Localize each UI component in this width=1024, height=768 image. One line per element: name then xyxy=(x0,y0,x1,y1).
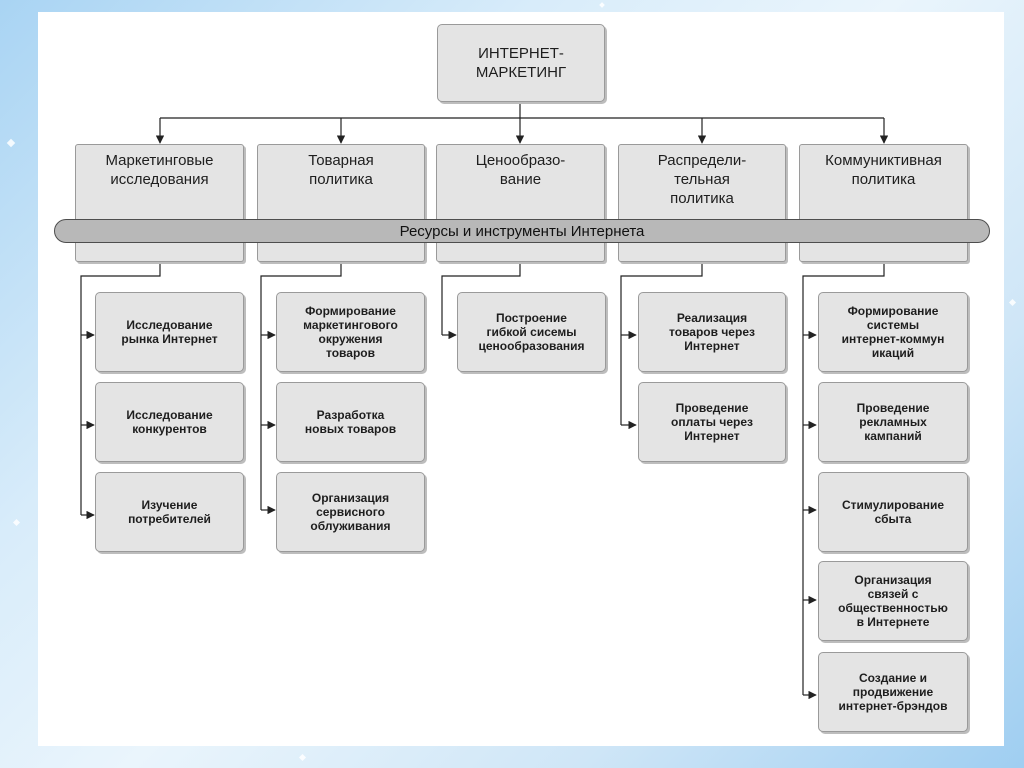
subitem-node: Разработка новых товаров xyxy=(276,382,425,462)
root-label: ИНТЕРНЕТ- МАРКЕТИНГ xyxy=(475,45,567,81)
background-sparkle xyxy=(6,138,16,148)
internet-resources-band: Ресурсы и инструменты Интернета xyxy=(54,219,990,243)
subitem-label: Проведение оплаты через Интернет xyxy=(671,401,753,443)
subitem-label: Построение гибкой сисемы ценообразования xyxy=(478,311,585,353)
category-node-marketing-research: Маркетинговые исследования xyxy=(75,144,244,262)
subitem-node: Организация связей с общественностью в И… xyxy=(818,561,968,641)
category-node-pricing: Ценообразо- вание xyxy=(436,144,605,262)
background-sparkle xyxy=(599,2,605,8)
branch-connectors xyxy=(80,264,885,700)
subitem-label: Формирование системы интернет-коммун ика… xyxy=(841,304,945,360)
subitem-label: Изучение потребителей xyxy=(128,498,211,526)
category-node-distribution: Распредели- тельная политика xyxy=(618,144,786,262)
category-label: Коммуниктивная политика xyxy=(825,152,942,188)
subitem-label: Создание и продвижение интернет-брэндов xyxy=(838,671,948,713)
subitem-node: Исследование рынка Интернет xyxy=(95,292,244,372)
category-node-product-policy: Товарная политика xyxy=(257,144,425,262)
slide-canvas: ИНТЕРНЕТ- МАРКЕТИНГ Маркетинговые исслед… xyxy=(38,12,1004,746)
subitem-label: Организация связей с общественностью в И… xyxy=(838,573,948,629)
subitem-node: Реализация товаров через Интернет xyxy=(638,292,786,372)
subitem-label: Исследование конкурентов xyxy=(126,408,213,436)
subitem-label: Исследование рынка Интернет xyxy=(121,318,218,346)
background-sparkle xyxy=(1008,298,1017,307)
background-sparkle xyxy=(298,753,307,762)
band-label: Ресурсы и инструменты Интернета xyxy=(399,222,645,240)
subitem-node: Формирование маркетингового окружения то… xyxy=(276,292,425,372)
subitem-node: Стимулирование сбыта xyxy=(818,472,968,552)
top-connectors xyxy=(155,103,889,144)
category-label: Распредели- тельная политика xyxy=(657,152,747,207)
subitem-node: Проведение оплаты через Интернет xyxy=(638,382,786,462)
category-node-communication: Коммуниктивная политика xyxy=(799,144,968,262)
background-sparkle xyxy=(12,518,21,527)
root-node: ИНТЕРНЕТ- МАРКЕТИНГ xyxy=(437,24,605,102)
category-label: Ценообразо- вание xyxy=(475,152,566,188)
subitem-node: Построение гибкой сисемы ценообразования xyxy=(457,292,606,372)
category-label: Товарная политика xyxy=(308,152,374,188)
subitem-label: Стимулирование сбыта xyxy=(841,498,944,526)
connector-lines xyxy=(80,103,889,700)
subitem-node: Организация сервисного облуживания xyxy=(276,472,425,552)
subitem-label: Проведение рекламных кампаний xyxy=(856,401,930,443)
subitem-label: Разработка новых товаров xyxy=(304,408,397,436)
subitem-node: Исследование конкурентов xyxy=(95,382,244,462)
subitem-label: Формирование маркетингового окружения то… xyxy=(303,304,398,360)
subitem-node: Создание и продвижение интернет-брэндов xyxy=(818,652,968,732)
category-label: Маркетинговые исследования xyxy=(105,152,214,188)
subitem-node: Формирование системы интернет-коммун ика… xyxy=(818,292,968,372)
subitem-label: Реализация товаров через Интернет xyxy=(669,311,755,353)
subitem-node: Проведение рекламных кампаний xyxy=(818,382,968,462)
subitem-label: Организация сервисного облуживания xyxy=(310,491,391,533)
subitem-node: Изучение потребителей xyxy=(95,472,244,552)
